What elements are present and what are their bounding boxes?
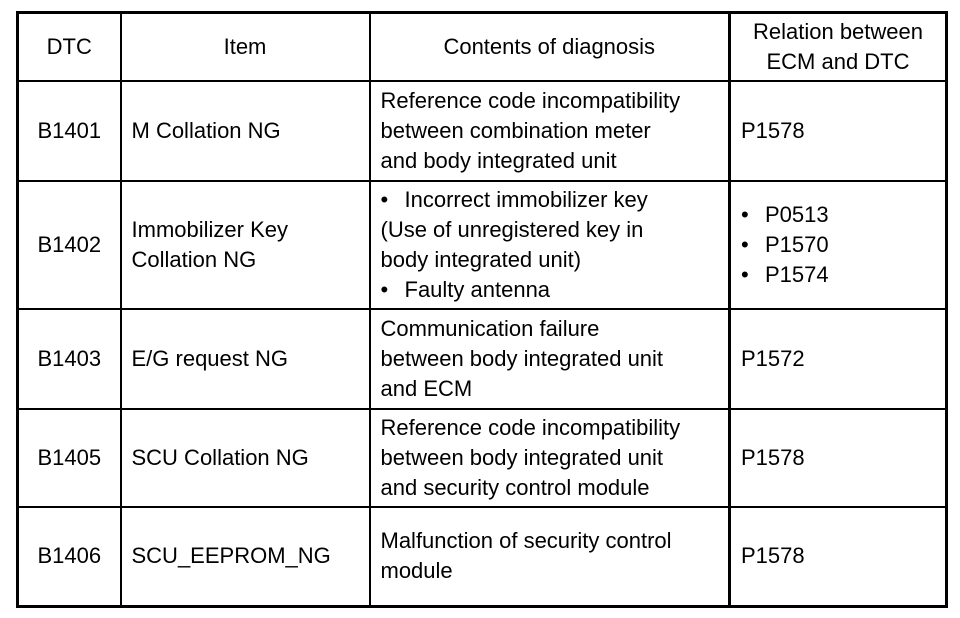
dtc-code-cell: B1405 bbox=[16, 407, 122, 508]
contents-line: Reference code incompatibility bbox=[381, 413, 719, 443]
contents-text: Reference code incompatibility bbox=[380, 87, 681, 113]
relation-line: P1578 bbox=[741, 116, 935, 146]
item-line: SCU_EEPROM_NG bbox=[131, 543, 331, 569]
dtc-code-cell: B1401 bbox=[16, 79, 122, 182]
item-cell: E/G request NG bbox=[119, 307, 371, 410]
contents-text: Reference code incompatibility bbox=[380, 414, 681, 440]
bullet-icon: • bbox=[380, 276, 389, 302]
item-line: SCU Collation NG bbox=[131, 444, 309, 470]
contents-text: and security control module bbox=[380, 474, 650, 500]
contents-text: between combination meter bbox=[380, 117, 651, 143]
item-cell: M Collation NG bbox=[119, 79, 371, 182]
relation-text: P1570 bbox=[765, 231, 829, 257]
relation-line: P1578 bbox=[741, 443, 935, 473]
contents-text: Malfunction of security control bbox=[380, 528, 672, 554]
table-row: B1403 E/G request NG Communication failure… bbox=[16, 307, 948, 410]
table-row: B1406 SCU_EEPROM_NG Malfunction of securit… bbox=[16, 505, 948, 608]
dtc-code-cell: B1403 bbox=[16, 307, 122, 410]
contents-line: Reference code incompatibility bbox=[381, 86, 719, 116]
dtc-table: DTC Item Contents of diagnosis Relation … bbox=[16, 11, 948, 608]
header-dtc: DTC bbox=[16, 11, 122, 82]
contents-line: • Faulty antenna bbox=[381, 275, 719, 305]
header-contents: Contents of diagnosis bbox=[368, 11, 731, 82]
contents-cell: Communication failure between body integr… bbox=[368, 307, 731, 410]
item-line: Immobilizer Key bbox=[131, 216, 288, 242]
relation-cell: P1572 bbox=[728, 307, 948, 410]
relation-text: P1574 bbox=[765, 261, 829, 287]
header-row: DTC Item Contents of diagnosis Relation … bbox=[16, 11, 948, 82]
relation-text: P1578 bbox=[741, 117, 805, 143]
contents-text: body integrated unit) bbox=[380, 246, 582, 272]
contents-line: (Use of unregistered key in bbox=[381, 215, 719, 245]
contents-text: and ECM bbox=[380, 375, 473, 401]
relation-line: • P1574 bbox=[741, 260, 935, 290]
bullet-icon: • bbox=[741, 261, 749, 287]
contents-line: and security control module bbox=[381, 473, 719, 503]
relation-cell: P1578 bbox=[728, 407, 948, 508]
relation-line: • P0513 bbox=[741, 200, 935, 230]
relation-cell: P1578 bbox=[728, 79, 948, 182]
contents-cell: Reference code incompatibility between co… bbox=[368, 79, 731, 182]
relation-line: • P1570 bbox=[741, 230, 935, 260]
item-line: Collation NG bbox=[131, 246, 257, 272]
header-relation-line-2: ECM and DTC bbox=[766, 48, 910, 74]
bullet-icon: • bbox=[741, 201, 749, 227]
header-relation: Relation between ECM and DTC bbox=[728, 11, 948, 82]
contents-line: body integrated unit) bbox=[381, 245, 719, 275]
contents-line: and body integrated unit bbox=[381, 146, 719, 176]
relation-text: P1578 bbox=[741, 543, 805, 569]
contents-line: Malfunction of security control bbox=[381, 526, 719, 556]
contents-line: • Incorrect immobilizer key bbox=[381, 185, 719, 215]
relation-line: P1572 bbox=[741, 344, 935, 374]
contents-text: Faulty antenna bbox=[404, 276, 551, 302]
contents-line: between body integrated unit bbox=[381, 344, 719, 374]
contents-text: and body integrated unit bbox=[380, 147, 617, 173]
contents-text: between body integrated unit bbox=[380, 444, 664, 470]
table-body: B1401 M Collation NG Reference code incomp… bbox=[16, 79, 948, 608]
contents-text: (Use of unregistered key in bbox=[380, 216, 644, 242]
table-row: B1401 M Collation NG Reference code incomp… bbox=[16, 79, 948, 182]
contents-cell: Reference code incompatibility between bo… bbox=[368, 407, 731, 508]
dtc-code-cell: B1406 bbox=[16, 505, 122, 608]
relation-text: P0513 bbox=[765, 201, 829, 227]
table-row: B1405 SCU Collation NG Reference code inco… bbox=[16, 407, 948, 508]
contents-text: Communication failure bbox=[380, 315, 600, 341]
item-cell: SCU Collation NG bbox=[119, 407, 371, 508]
item-cell: SCU_EEPROM_NG bbox=[119, 505, 371, 608]
item-line: E/G request NG bbox=[131, 345, 289, 371]
contents-text: Incorrect immobilizer key bbox=[404, 186, 648, 212]
contents-cell: Malfunction of security control module bbox=[368, 505, 731, 608]
relation-cell: • P0513 • P1570 • P1574 bbox=[728, 179, 948, 310]
contents-cell: • Incorrect immobilizer key (Use of unregi… bbox=[368, 179, 731, 310]
header-relation-line-1: Relation between bbox=[752, 18, 923, 44]
relation-text: P1578 bbox=[741, 444, 805, 470]
relation-text: P1572 bbox=[741, 345, 805, 371]
contents-line: between body integrated unit bbox=[381, 443, 719, 473]
contents-line: Communication failure bbox=[381, 314, 719, 344]
contents-line: and ECM bbox=[381, 374, 719, 404]
dtc-code-cell: B1402 bbox=[16, 179, 122, 310]
relation-line: P1578 bbox=[741, 541, 935, 571]
contents-line: between combination meter bbox=[381, 116, 719, 146]
contents-line: module bbox=[381, 556, 719, 586]
bullet-icon: • bbox=[380, 186, 389, 212]
contents-text: module bbox=[380, 558, 453, 584]
bullet-icon: • bbox=[741, 231, 749, 257]
contents-text: between body integrated unit bbox=[380, 345, 664, 371]
item-line: M Collation NG bbox=[131, 117, 281, 143]
relation-cell: P1578 bbox=[728, 505, 948, 608]
header-item: Item bbox=[119, 11, 371, 82]
